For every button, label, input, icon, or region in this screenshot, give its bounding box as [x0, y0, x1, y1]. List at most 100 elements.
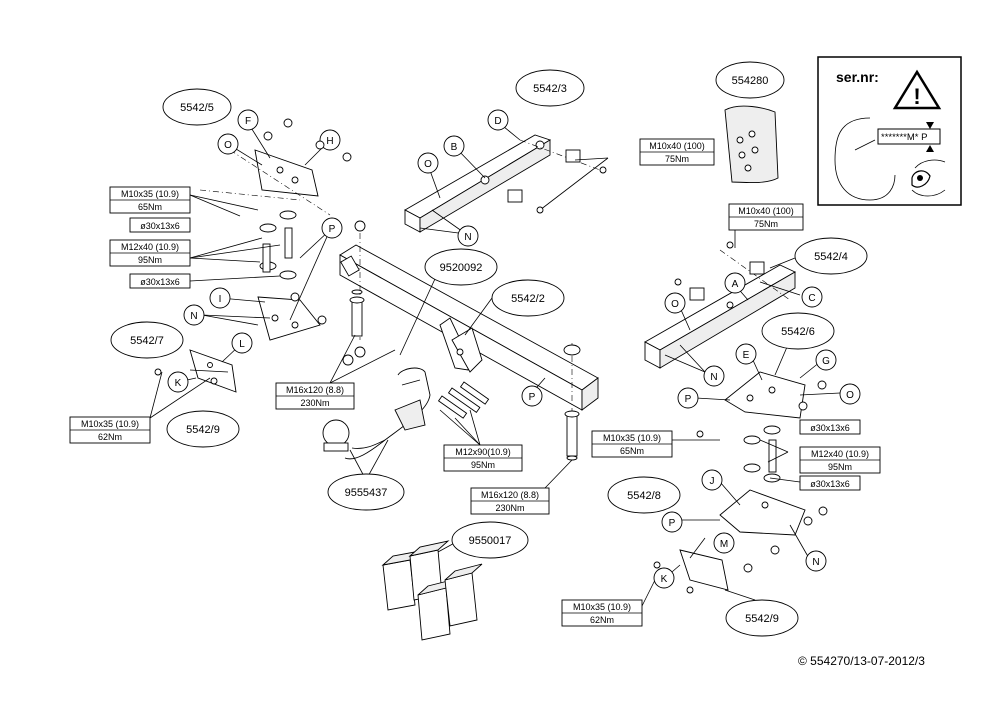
svg-text:O: O [846, 390, 854, 401]
letter-marker-p-1: P [321, 217, 343, 239]
rail-5542-3 [404, 134, 601, 233]
svg-text:ø30x13x6: ø30x13x6 [810, 423, 850, 433]
part-label-9555437-text: 9555437 [345, 487, 388, 499]
letter-marker-n-4: N [805, 550, 827, 572]
spec-m12x40-95nm-left: M12x40 (10.9) 95Nm [109, 239, 191, 267]
svg-text:230Nm: 230Nm [300, 398, 329, 408]
spec-m16x120-left: M16x120 (8.8) 230Nm [275, 382, 355, 410]
bolts-m12x90 [437, 381, 490, 419]
spec-m10x35-65nm-right: M10x35 (10.9) 65Nm [591, 430, 673, 458]
svg-text:N: N [812, 557, 819, 568]
svg-text:O: O [424, 159, 432, 170]
bracket-5542-6 [724, 371, 806, 419]
svg-text:M10x35 (10.9): M10x35 (10.9) [81, 419, 139, 429]
svg-text:M10x35 (10.9): M10x35 (10.9) [603, 433, 661, 443]
part-label-5542-3-text: 5542/3 [533, 83, 567, 95]
spec-washer-right-1: ø30x13x6 [799, 419, 861, 435]
svg-text:65Nm: 65Nm [138, 202, 162, 212]
svg-text:J: J [710, 476, 715, 487]
serial-number-title: ser.nr: [836, 69, 879, 85]
spec-m10x35-62nm-right: M10x35 (10.9) 62Nm [561, 599, 643, 627]
spec-washer-right-2: ø30x13x6 [799, 475, 861, 491]
letter-marker-o-1: O [217, 133, 239, 155]
svg-text:95Nm: 95Nm [138, 255, 162, 265]
square-washers-right [689, 261, 765, 301]
svg-text:M10x35 (10.9): M10x35 (10.9) [573, 602, 631, 612]
part-label-5542-7-text: 5542/7 [130, 335, 164, 347]
part-label-5542-9-right-text: 5542/9 [745, 613, 779, 625]
plate-5542-9-right [679, 549, 729, 591]
part-label-5542-9-right: 5542/9 [725, 599, 799, 637]
bracket-5542-5 [199, 149, 331, 216]
letter-marker-o-2: O [417, 152, 439, 174]
letter-marker-o-3: O [664, 292, 686, 314]
svg-text:M10x40 (100): M10x40 (100) [649, 141, 705, 151]
cross-beam-5542-2 [339, 233, 599, 440]
part-label-554280-text: 554280 [732, 75, 769, 87]
letter-marker-k-1: K [167, 371, 189, 393]
svg-text:ø30x13x6: ø30x13x6 [140, 221, 180, 231]
letter-marker-l: L [231, 332, 253, 354]
svg-text:95Nm: 95Nm [471, 460, 495, 470]
part-label-5542-9-left: 5542/9 [166, 410, 240, 448]
part-label-554280: 554280 [715, 61, 785, 99]
svg-text:P: P [329, 224, 336, 235]
letter-marker-g: G [815, 349, 837, 371]
letter-marker-d: D [487, 109, 509, 131]
letter-marker-f: F [237, 109, 259, 131]
svg-text:N: N [710, 372, 717, 383]
svg-text:O: O [224, 140, 232, 151]
svg-text:N: N [190, 311, 197, 322]
bracket-5542-8 [719, 489, 806, 536]
svg-text:A: A [732, 279, 739, 290]
svg-text:B: B [451, 142, 458, 153]
svg-text:P: P [669, 518, 676, 529]
letter-marker-c: C [801, 286, 823, 308]
serial-code-plate [877, 128, 941, 145]
svg-text:65Nm: 65Nm [620, 446, 644, 456]
svg-text:P: P [685, 394, 692, 405]
svg-text:K: K [175, 378, 182, 389]
part-label-5542-4: 5542/4 [794, 237, 868, 275]
part-label-9550017: 9550017 [451, 521, 529, 559]
part-label-5542-2: 5542/2 [491, 279, 565, 317]
svg-text:M12x40 (10.9): M12x40 (10.9) [811, 449, 869, 459]
part-label-5542-6: 5542/6 [761, 312, 835, 350]
center-bracket [439, 317, 483, 373]
svg-text:75Nm: 75Nm [665, 154, 689, 164]
svg-text:62Nm: 62Nm [98, 432, 122, 442]
svg-text:M16x120 (8.8): M16x120 (8.8) [481, 490, 539, 500]
spec-m10x40-right: M10x40 (100) 75Nm [728, 203, 804, 231]
part-label-5542-6-text: 5542/6 [781, 326, 815, 338]
svg-text:D: D [494, 116, 501, 127]
letter-marker-a: A [724, 272, 746, 294]
part-label-9520092-text: 9520092 [440, 262, 483, 274]
part-label-5542-5: 5542/5 [162, 88, 232, 126]
letter-marker-i: I [209, 287, 231, 309]
letter-marker-p-3: P [677, 387, 699, 409]
kit-bag-554280 [724, 105, 779, 184]
part-label-5542-8: 5542/8 [607, 476, 681, 514]
svg-text:G: G [822, 356, 830, 367]
copyright-notice: © 554270/13-07-2012/3 [798, 654, 925, 668]
svg-text:230Nm: 230Nm [495, 503, 524, 513]
svg-text:M10x40 (100): M10x40 (100) [738, 206, 794, 216]
part-label-5542-5-text: 5542/5 [180, 102, 214, 114]
svg-text:C: C [808, 293, 815, 304]
svg-text:I: I [219, 294, 222, 305]
letter-marker-e: E [735, 343, 757, 365]
spec-washer-left-2: ø30x13x6 [129, 273, 191, 289]
eye-icon [911, 159, 946, 197]
svg-text:L: L [239, 339, 245, 350]
warning-icon: ! [892, 69, 942, 110]
svg-text:P: P [529, 392, 536, 403]
svg-text:O: O [671, 299, 679, 310]
letter-marker-j: J [701, 469, 723, 491]
letter-marker-p-4: P [661, 511, 683, 533]
part-label-5542-8-text: 5542/8 [627, 490, 661, 502]
bracket-5542-7 [257, 296, 321, 341]
svg-text:M: M [720, 539, 728, 550]
spec-m10x40-top: M10x40 (100) 75Nm [639, 138, 715, 166]
svg-text:M12x40 (10.9): M12x40 (10.9) [121, 242, 179, 252]
